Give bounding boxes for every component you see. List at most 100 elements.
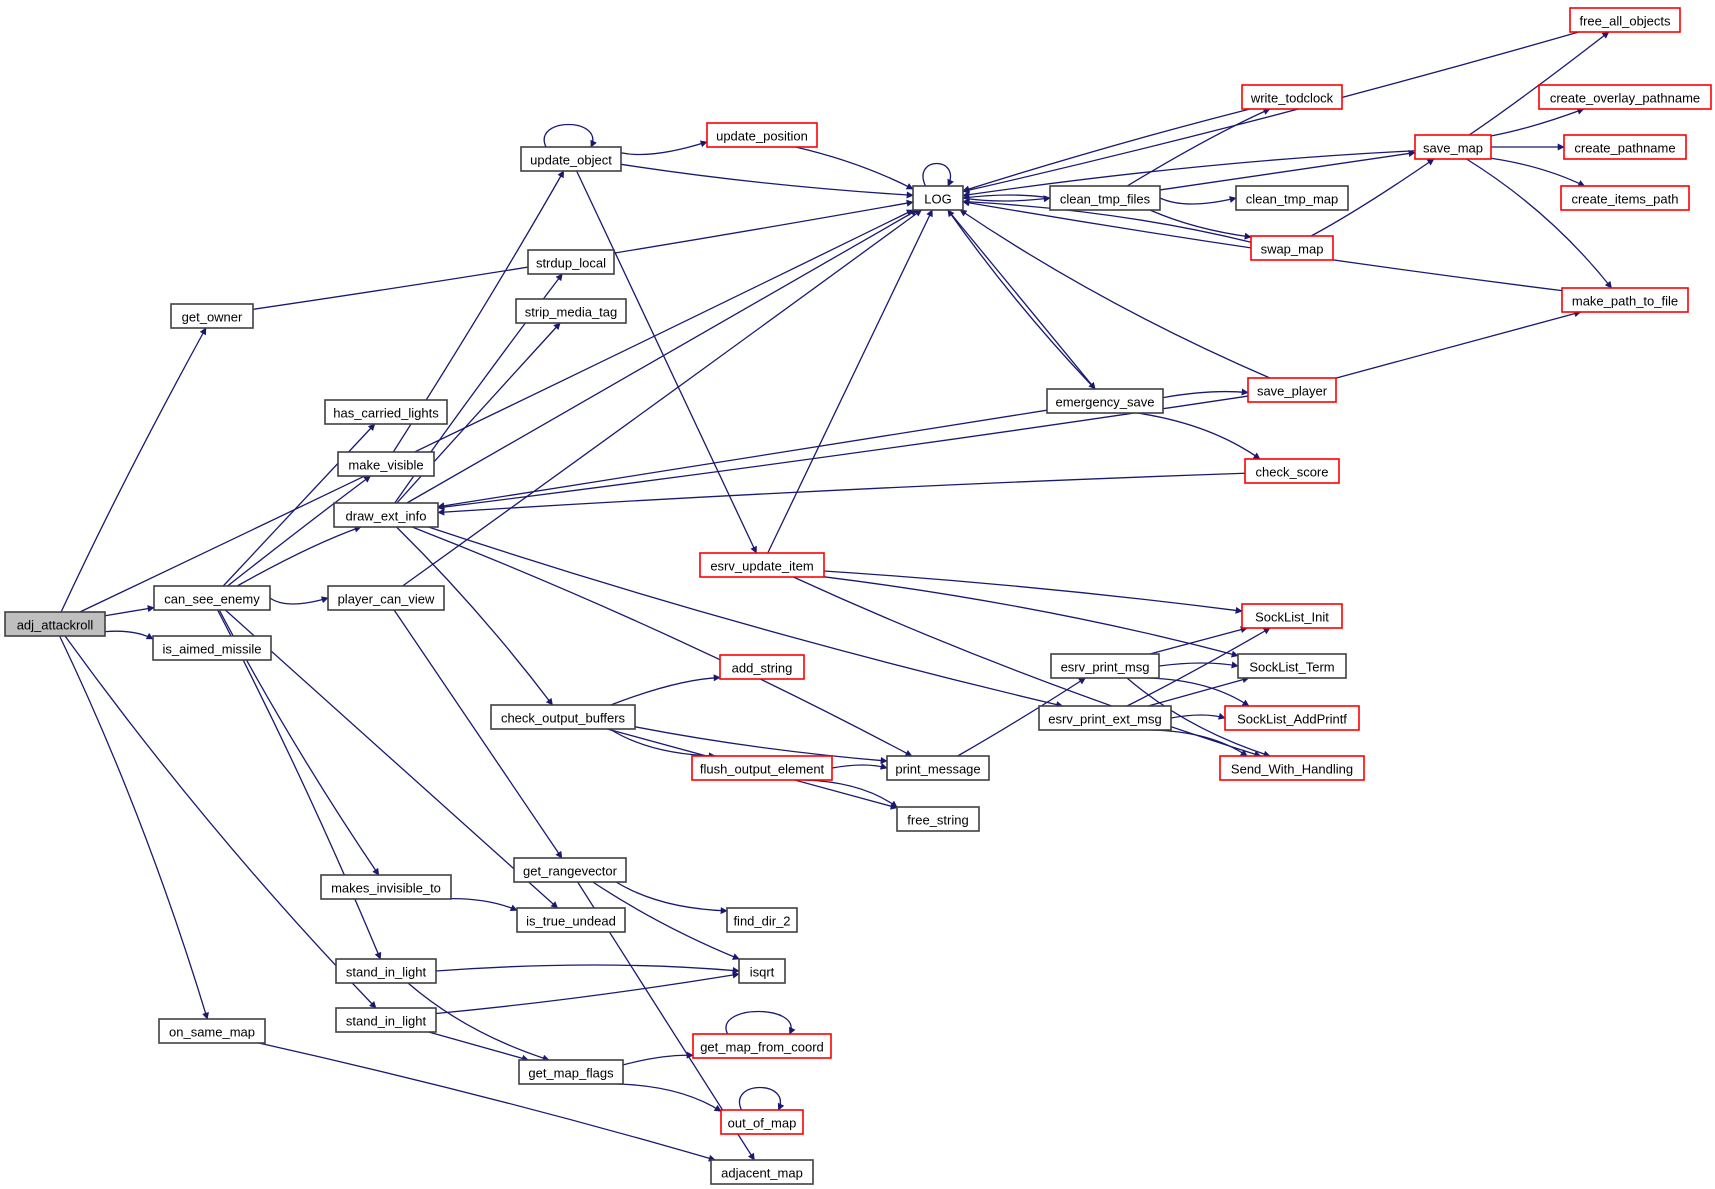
node-box[interactable] [699,552,825,578]
node-adjacent-map[interactable]: adjacent_map [710,1159,814,1185]
node-box[interactable] [691,755,833,781]
node-box[interactable] [1219,755,1365,781]
node-box[interactable] [1561,287,1689,313]
node-box[interactable] [1241,84,1343,110]
node-box[interactable] [719,654,805,680]
node-check-score[interactable]: check_score [1244,458,1340,484]
node-strdup-local[interactable]: strdup_local [527,249,615,275]
node-box[interactable] [1247,377,1337,403]
node-box[interactable] [324,399,448,425]
node-log[interactable]: LOG [912,185,964,211]
node-print-message[interactable]: print_message [886,755,990,781]
node-write-todclock[interactable]: write_todclock [1241,84,1343,110]
node-box[interactable] [720,1109,804,1135]
node-stand-in-light-a[interactable]: stand_in_light [335,958,437,984]
node-box[interactable] [327,585,445,611]
node-create-items-path[interactable]: create_items_path [1560,185,1690,211]
node-emergency-save[interactable]: emergency_save [1046,388,1164,414]
node-box[interactable] [1414,134,1492,160]
node-box[interactable] [490,704,636,730]
node-box[interactable] [1250,235,1334,261]
node-box[interactable] [1224,705,1360,731]
node-add-string[interactable]: add_string [719,654,805,680]
node-free-string[interactable]: free_string [896,806,980,832]
node-strip-media-tag[interactable]: strip_media_tag [515,298,627,324]
node-find-dir-2[interactable]: find_dir_2 [726,907,798,933]
node-esrv-update-item[interactable]: esrv_update_item [699,552,825,578]
node-get-owner[interactable]: get_owner [170,303,254,329]
node-box[interactable] [337,451,435,477]
node-box[interactable] [1538,84,1712,110]
node-swap-map[interactable]: swap_map [1250,235,1334,261]
node-box[interactable] [516,907,626,933]
node-on-same-map[interactable]: on_same_map [158,1018,266,1044]
node-free-all-objects[interactable]: free_all_objects [1569,7,1681,33]
node-box[interactable] [170,303,254,329]
node-box[interactable] [515,298,627,324]
node-box[interactable] [726,907,798,933]
node-box[interactable] [335,958,437,984]
node-box[interactable] [706,122,818,148]
node-esrv-print-ext-msg[interactable]: esrv_print_ext_msg [1038,705,1172,731]
node-box[interactable] [1237,653,1347,679]
node-esrv-print-msg[interactable]: esrv_print_msg [1050,653,1160,679]
node-update-position[interactable]: update_position [706,122,818,148]
node-box[interactable] [527,249,615,275]
node-box[interactable] [738,958,786,984]
node-check-output-buffers[interactable]: check_output_buffers [490,704,636,730]
node-player-can-view[interactable]: player_can_view [327,585,445,611]
node-socklist-init[interactable]: SockList_Init [1241,603,1343,629]
node-has-carried-lights[interactable]: has_carried_lights [324,399,448,425]
node-save-player[interactable]: save_player [1247,377,1337,403]
node-box[interactable] [1235,185,1349,211]
node-box[interactable] [152,635,272,661]
node-create-pathname[interactable]: create_pathname [1563,134,1687,160]
node-clean-tmp-files[interactable]: clean_tmp_files [1049,185,1161,211]
node-stand-in-light-b[interactable]: stand_in_light [335,1007,437,1033]
node-out-of-map[interactable]: out_of_map [720,1109,804,1135]
node-create-overlay-pathname[interactable]: create_overlay_pathname [1538,84,1712,110]
node-box[interactable] [1050,653,1160,679]
node-box[interactable] [520,146,622,172]
node-box[interactable] [896,806,980,832]
node-box[interactable] [710,1159,814,1185]
node-get-map-flags[interactable]: get_map_flags [518,1059,624,1085]
node-make-visible[interactable]: make_visible [337,451,435,477]
node-socklist-term[interactable]: SockList_Term [1237,653,1347,679]
node-box[interactable] [1569,7,1681,33]
node-socklist-addprintf[interactable]: SockList_AddPrintf [1224,705,1360,731]
node-save-map[interactable]: save_map [1414,134,1492,160]
node-makes-invisible-to[interactable]: makes_invisible_to [320,874,452,900]
node-box[interactable] [1244,458,1340,484]
node-box[interactable] [692,1033,832,1059]
node-adj-attackroll[interactable]: adj_attackroll [4,611,106,637]
node-send-with-handling[interactable]: Send_With_Handling [1219,755,1365,781]
node-box[interactable] [1038,705,1172,731]
node-box[interactable] [1560,185,1690,211]
node-can-see-enemy[interactable]: can_see_enemy [153,585,271,611]
node-is-aimed-missile[interactable]: is_aimed_missile [152,635,272,661]
node-box[interactable] [4,611,106,637]
node-box[interactable] [320,874,452,900]
node-box[interactable] [513,857,627,883]
node-box[interactable] [912,185,964,211]
node-get-rangevector[interactable]: get_rangevector [513,857,627,883]
node-isqrt[interactable]: isqrt [738,958,786,984]
node-box[interactable] [158,1018,266,1044]
node-box[interactable] [153,585,271,611]
node-box[interactable] [1049,185,1161,211]
node-box[interactable] [335,1007,437,1033]
node-make-path-to-file[interactable]: make_path_to_file [1561,287,1689,313]
node-box[interactable] [1046,388,1164,414]
node-is-true-undead[interactable]: is_true_undead [516,907,626,933]
node-box[interactable] [1563,134,1687,160]
node-flush-output-element[interactable]: flush_output_element [691,755,833,781]
node-clean-tmp-map[interactable]: clean_tmp_map [1235,185,1349,211]
node-get-map-from-coord[interactable]: get_map_from_coord [692,1033,832,1059]
node-draw-ext-info[interactable]: draw_ext_info [333,502,439,528]
node-box[interactable] [333,502,439,528]
node-box[interactable] [518,1059,624,1085]
node-update-object[interactable]: update_object [520,146,622,172]
node-box[interactable] [1241,603,1343,629]
node-box[interactable] [886,755,990,781]
